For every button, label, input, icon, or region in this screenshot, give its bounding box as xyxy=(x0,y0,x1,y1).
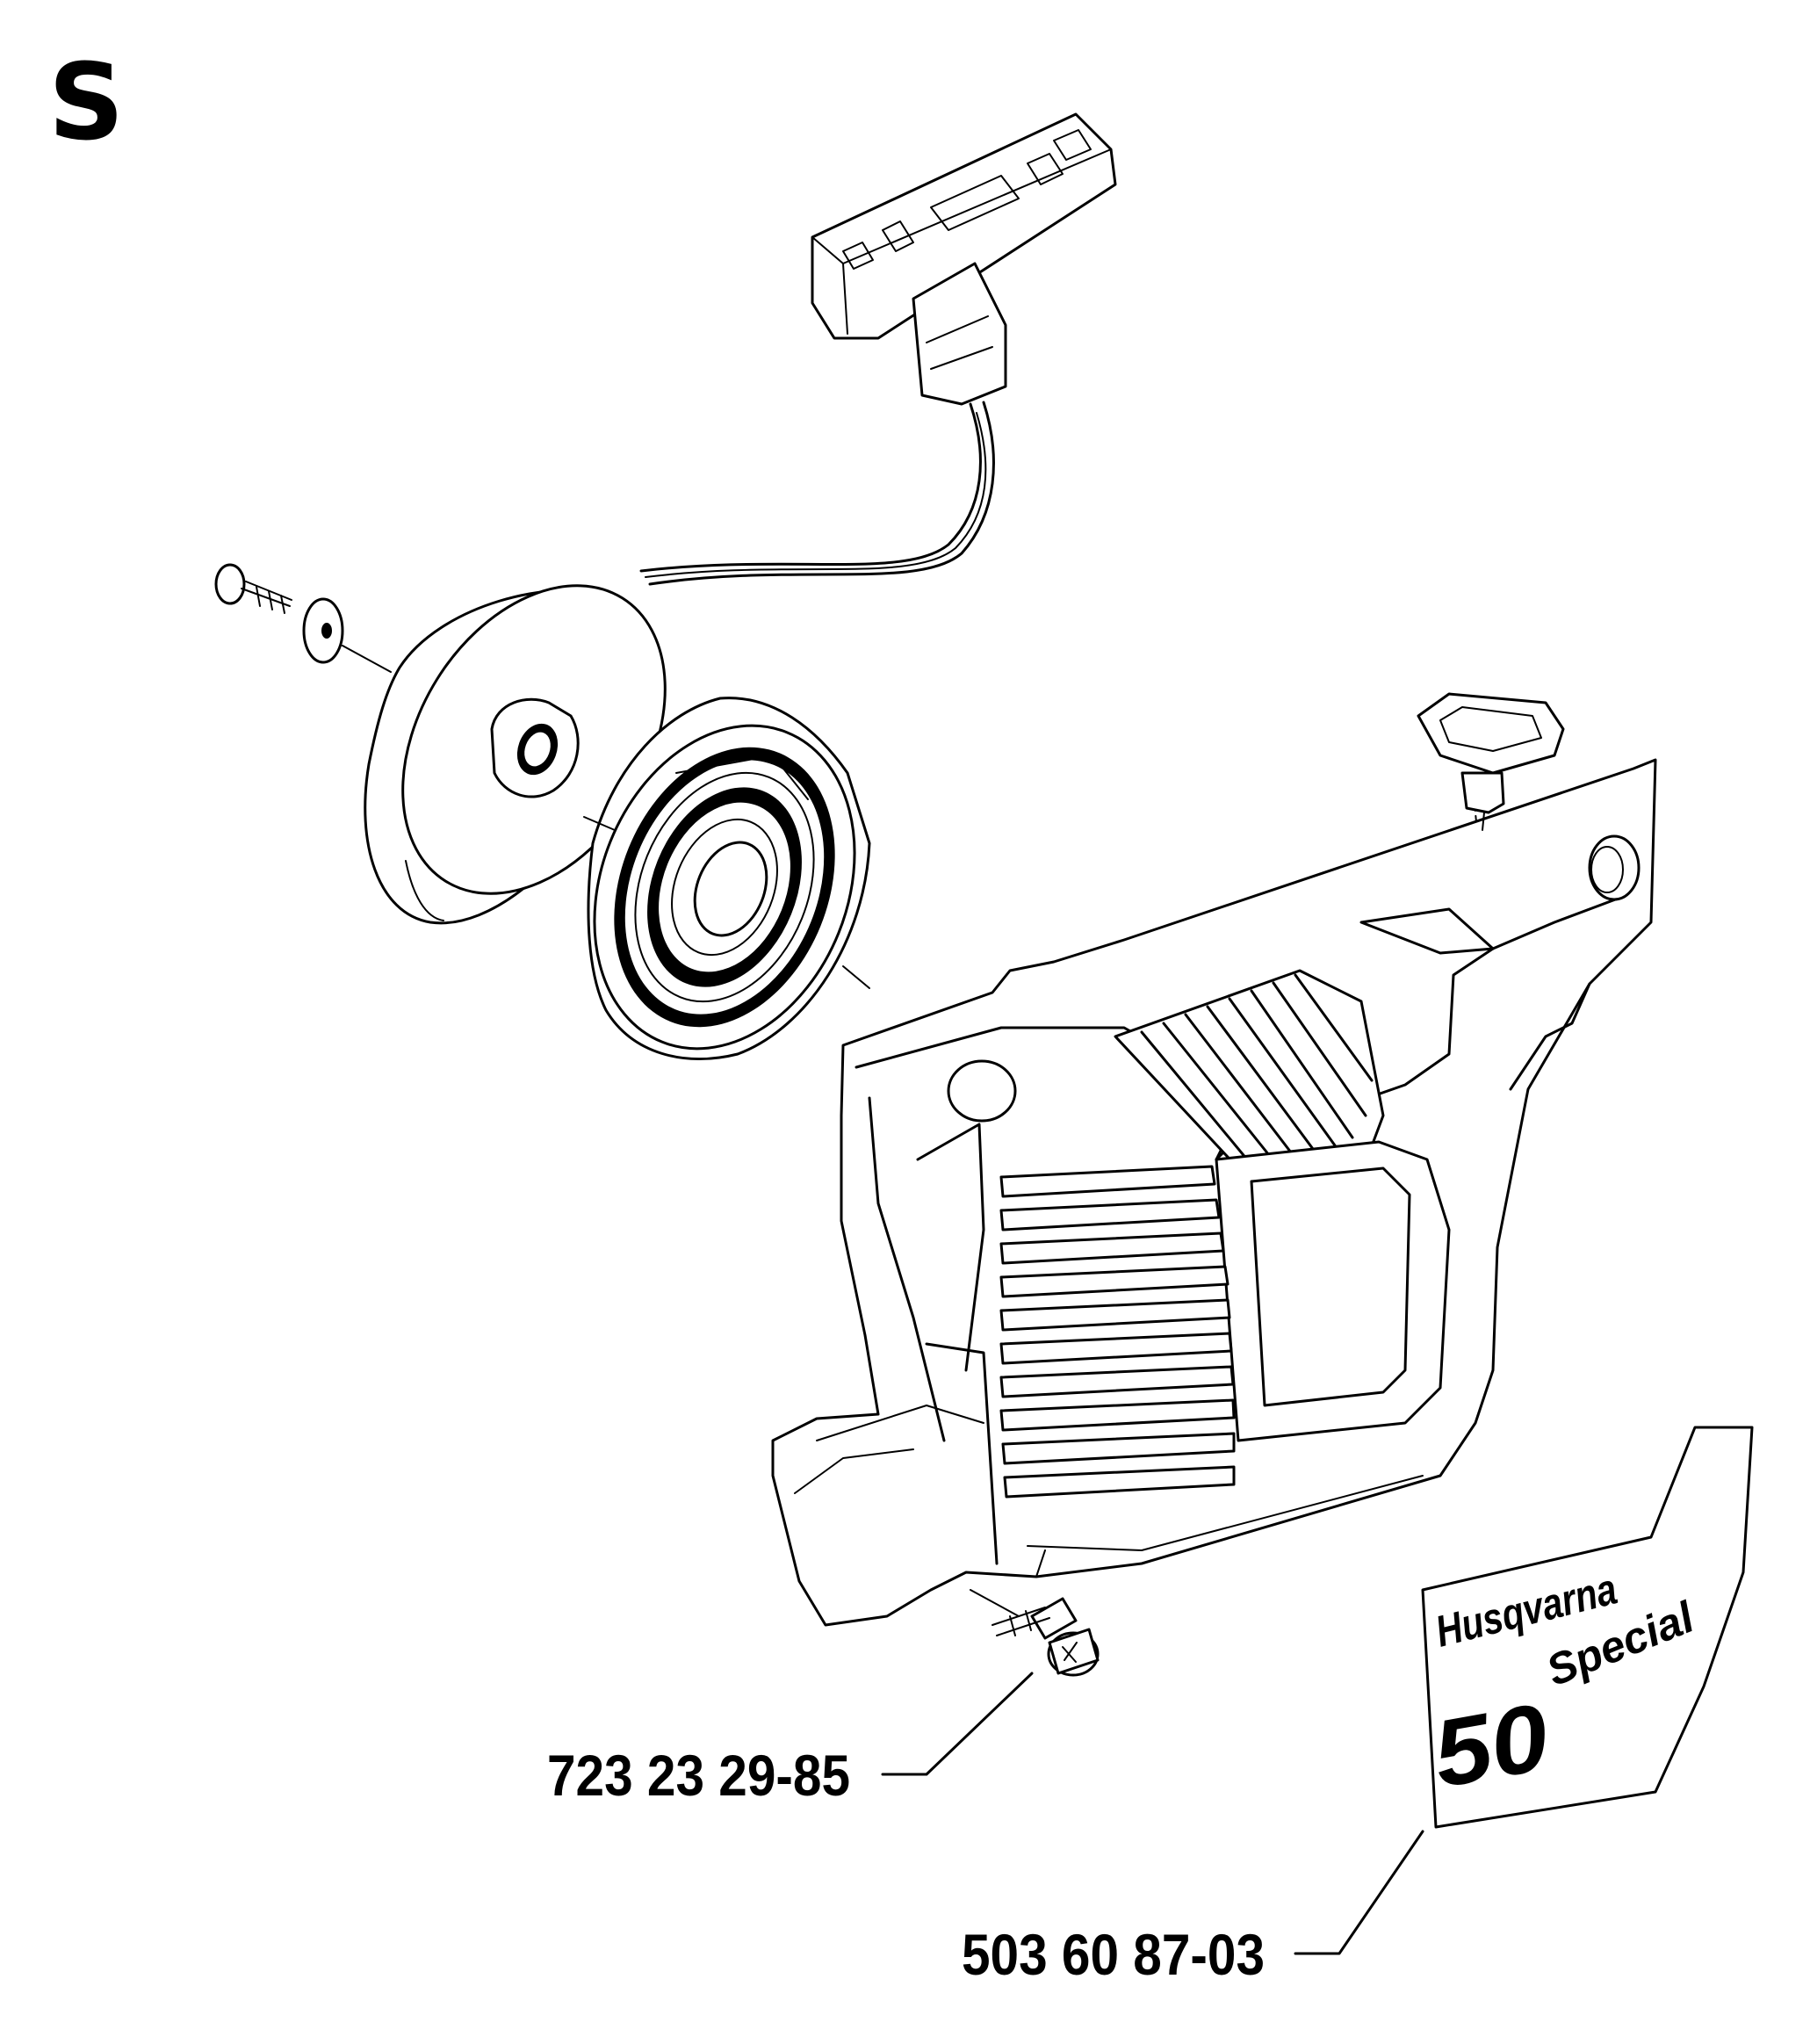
decal-model-number: 50 xyxy=(1425,1683,1556,1808)
part-callout-decal: 503 60 87-03 xyxy=(962,1830,1424,1987)
choke-knob xyxy=(1417,692,1565,831)
housing-vent-slats xyxy=(999,1165,1236,1499)
starter-handle xyxy=(811,112,1117,406)
part-callout-screw: 723 23 29-85 xyxy=(547,1672,1034,1808)
part-number-label: 723 23 29-85 xyxy=(547,1743,850,1808)
pulley-screw xyxy=(214,563,292,614)
part-number-label: 503 60 87-03 xyxy=(962,1922,1265,1987)
housing-screw xyxy=(992,1597,1100,1677)
model-decal: Husqvarna Special 50 xyxy=(1421,1426,1754,1829)
section-letter: S xyxy=(48,42,124,164)
starter-housing xyxy=(771,758,1657,1627)
housing-vent-upper xyxy=(1140,973,1374,1161)
starter-rope xyxy=(639,401,995,586)
recoil-spring-assembly xyxy=(587,697,871,1060)
rope-pulley xyxy=(364,584,667,925)
washer xyxy=(302,597,344,664)
